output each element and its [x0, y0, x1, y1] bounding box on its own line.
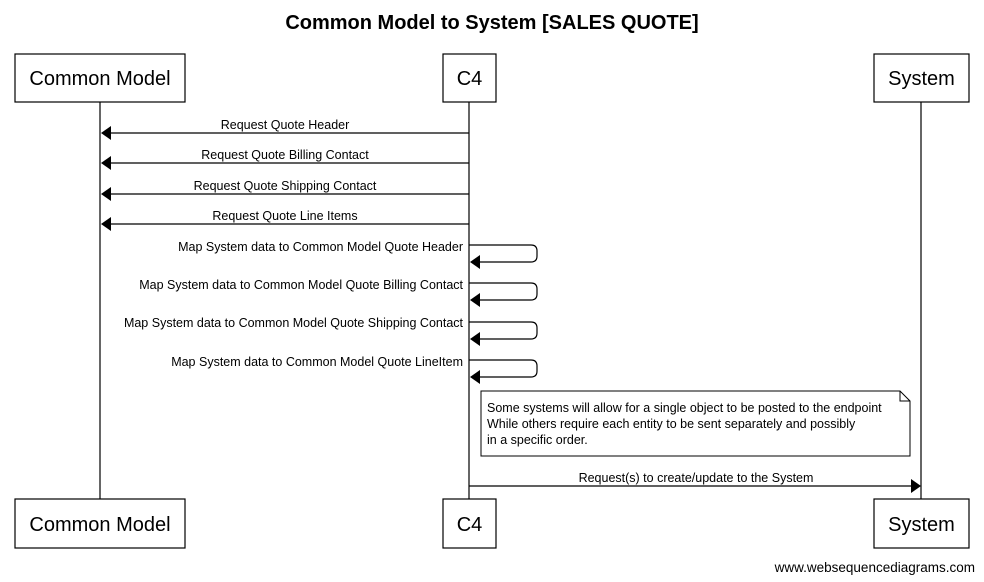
- message-request-quote-line-items: Request Quote Line Items: [101, 209, 469, 231]
- message-request-quote-shipping-contact: Request Quote Shipping Contact: [101, 179, 469, 201]
- self-message-map-quote-header: Map System data to Common Model Quote He…: [178, 240, 538, 269]
- message-label: Map System data to Common Model Quote He…: [178, 240, 463, 254]
- participant-common-model-bottom: Common Model: [14, 498, 186, 549]
- self-message-map-quote-billing-contact: Map System data to Common Model Quote Bi…: [139, 278, 538, 307]
- message-label: Request Quote Billing Contact: [201, 148, 369, 162]
- message-request-quote-header: Request Quote Header: [101, 118, 469, 140]
- message-request-create-update: Request(s) to create/update to the Syste…: [469, 471, 921, 493]
- message-label: Request Quote Shipping Contact: [194, 179, 377, 193]
- self-message-map-quote-lineitem: Map System data to Common Model Quote Li…: [171, 355, 538, 384]
- message-label: Map System data to Common Model Quote Li…: [171, 355, 463, 369]
- note-line-2: While others require each entity to be s…: [487, 417, 856, 431]
- participant-label: C4: [457, 514, 483, 536]
- self-message-map-quote-shipping-contact: Map System data to Common Model Quote Sh…: [124, 316, 538, 346]
- diagram-title: Common Model to System [SALES QUOTE]: [285, 12, 698, 34]
- participant-common-model-top: Common Model: [14, 53, 186, 103]
- message-label: Request Quote Line Items: [212, 209, 357, 223]
- participant-c4-bottom: C4: [442, 498, 497, 549]
- participant-label: Common Model: [29, 514, 170, 536]
- participant-system-bottom: System: [873, 498, 970, 549]
- participant-system-top: System: [873, 53, 970, 103]
- message-label: Map System data to Common Model Quote Bi…: [139, 278, 463, 292]
- participant-label: System: [888, 514, 955, 536]
- participant-label: System: [888, 68, 955, 90]
- note-line-3: in a specific order.: [487, 433, 588, 447]
- message-label: Request(s) to create/update to the Syste…: [579, 471, 814, 485]
- message-label: Request Quote Header: [221, 118, 350, 132]
- participant-label: Common Model: [29, 68, 170, 90]
- note-line-1: Some systems will allow for a single obj…: [487, 401, 882, 415]
- message-request-quote-billing-contact: Request Quote Billing Contact: [101, 148, 469, 170]
- footer-credit: www.websequencediagrams.com: [774, 560, 975, 575]
- participant-label: C4: [457, 68, 483, 90]
- note: Some systems will allow for a single obj…: [480, 390, 911, 457]
- message-label: Map System data to Common Model Quote Sh…: [124, 316, 464, 330]
- participant-c4-top: C4: [442, 53, 497, 103]
